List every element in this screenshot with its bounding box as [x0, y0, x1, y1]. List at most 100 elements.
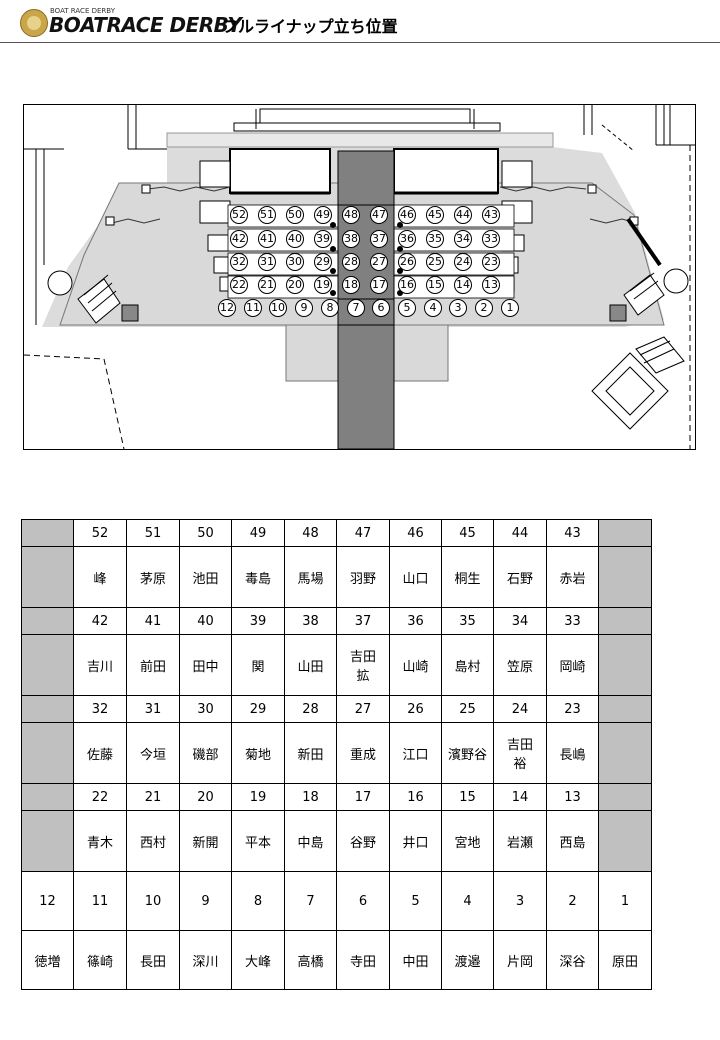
- racer-name-cell: 高橋: [284, 930, 337, 990]
- position-number-cell: 45: [441, 519, 494, 547]
- position-number-cell: 2: [546, 871, 599, 931]
- racer-name-cell: 馬場: [284, 546, 337, 608]
- position-number-cell: 33: [546, 607, 599, 635]
- page-title: フルライナップ立ち位置: [222, 17, 398, 36]
- racer-name-cell: 新開: [179, 810, 232, 872]
- position-marker-24: 24: [454, 253, 472, 271]
- racer-name-cell: 峰: [73, 546, 127, 608]
- position-number-cell: 27: [336, 695, 390, 723]
- position-number-cell: 26: [389, 695, 442, 723]
- racer-name-cell: 吉川: [73, 634, 127, 696]
- racer-name-cell: 長田: [126, 930, 180, 990]
- position-number-cell: 28: [284, 695, 337, 723]
- position-marker-34: 34: [454, 230, 472, 248]
- position-marker-36: 36: [398, 230, 416, 248]
- racer-name-cell: 中田: [389, 930, 442, 990]
- racer-name-cell: 西島: [546, 810, 599, 872]
- boatrace-derby-logo: BOAT RACE DERBY BOATRACE DERBY: [20, 6, 242, 38]
- position-number-cell: 39: [231, 607, 285, 635]
- racer-name-cell: 岡崎: [546, 634, 599, 696]
- position-number-cell: 34: [493, 607, 547, 635]
- position-number-cell: 51: [126, 519, 180, 547]
- position-number-cell: 21: [126, 783, 180, 811]
- table-row: 吉川前田田中関山田吉田拡山崎島村笠原岡崎: [21, 634, 652, 696]
- position-marker-31: 31: [258, 253, 276, 271]
- position-number-cell: 4: [441, 871, 494, 931]
- position-marker-22: 22: [230, 276, 248, 294]
- racer-name-cell: 菊地: [231, 722, 285, 784]
- position-marker-42: 42: [230, 230, 248, 248]
- racer-name-cell: 島村: [441, 634, 494, 696]
- position-number-cell: 6: [336, 871, 390, 931]
- position-marker-15: 15: [426, 276, 444, 294]
- position-marker-13: 13: [482, 276, 500, 294]
- position-marker-49: 49: [314, 206, 332, 224]
- racer-name-cell: 吉田拡: [336, 634, 390, 696]
- position-marker-18: 18: [342, 276, 360, 294]
- racer-name-cell: 山口: [389, 546, 442, 608]
- racer-name-cell: 中島: [284, 810, 337, 872]
- position-number-cell: 47: [336, 519, 390, 547]
- position-marker-35: 35: [426, 230, 444, 248]
- position-number-cell: 31: [126, 695, 180, 723]
- position-number-cell: 41: [126, 607, 180, 635]
- position-marker-1: 1: [501, 299, 519, 317]
- position-number-cell: 12: [21, 871, 74, 931]
- table-row: 峰茅原池田毒島馬場羽野山口桐生石野赤岩: [21, 546, 652, 608]
- position-marker-26: 26: [398, 253, 416, 271]
- empty-cell: [21, 519, 74, 547]
- position-number-cell: 14: [493, 783, 547, 811]
- position-marker-48: 48: [342, 206, 360, 224]
- position-number-cell: 10: [126, 871, 180, 931]
- racer-name-cell: 深谷: [546, 930, 599, 990]
- racer-name-cell: 西村: [126, 810, 180, 872]
- position-marker-37: 37: [370, 230, 388, 248]
- racer-name-cell: 徳増: [21, 930, 74, 990]
- position-number-cell: 30: [179, 695, 232, 723]
- position-number-cell: 36: [389, 607, 442, 635]
- position-marker-6: 6: [372, 299, 390, 317]
- racer-name-cell: 重成: [336, 722, 390, 784]
- position-number-cell: 42: [73, 607, 127, 635]
- position-marker-28: 28: [342, 253, 360, 271]
- table-row: 徳増篠崎長田深川大峰高橋寺田中田渡邉片岡深谷原田: [21, 930, 652, 990]
- position-number-cell: 1: [598, 871, 652, 931]
- position-marker-27: 27: [370, 253, 388, 271]
- position-marker-17: 17: [370, 276, 388, 294]
- position-number-cell: 19: [231, 783, 285, 811]
- position-number-cell: 13: [546, 783, 599, 811]
- stage-diagram: [24, 105, 695, 449]
- racer-name-cell: 井口: [389, 810, 442, 872]
- racer-name-cell: 前田: [126, 634, 180, 696]
- racer-name-cell: 江口: [389, 722, 442, 784]
- position-number-cell: 37: [336, 607, 390, 635]
- position-marker-41: 41: [258, 230, 276, 248]
- position-marker-2: 2: [475, 299, 493, 317]
- empty-cell: [21, 634, 74, 696]
- position-marker-3: 3: [449, 299, 467, 317]
- racer-name-cell: 石野: [493, 546, 547, 608]
- position-marker-30: 30: [286, 253, 304, 271]
- racer-name-cell: 寺田: [336, 930, 390, 990]
- empty-cell: [598, 695, 652, 723]
- position-number-cell: 11: [73, 871, 127, 931]
- empty-cell: [598, 546, 652, 608]
- logo-subtext: BOAT RACE DERBY: [50, 7, 115, 15]
- position-marker-20: 20: [286, 276, 304, 294]
- position-number-cell: 35: [441, 607, 494, 635]
- empty-cell: [21, 810, 74, 872]
- position-marker-40: 40: [286, 230, 304, 248]
- racer-name-cell: 大峰: [231, 930, 285, 990]
- position-marker-21: 21: [258, 276, 276, 294]
- racer-name-cell: 谷野: [336, 810, 390, 872]
- position-marker-47: 47: [370, 206, 388, 224]
- position-marker-8: 8: [321, 299, 339, 317]
- racer-name-cell: 山田: [284, 634, 337, 696]
- position-number-cell: 43: [546, 519, 599, 547]
- racer-name-cell: 深川: [179, 930, 232, 990]
- position-number-cell: 7: [284, 871, 337, 931]
- position-marker-23: 23: [482, 253, 500, 271]
